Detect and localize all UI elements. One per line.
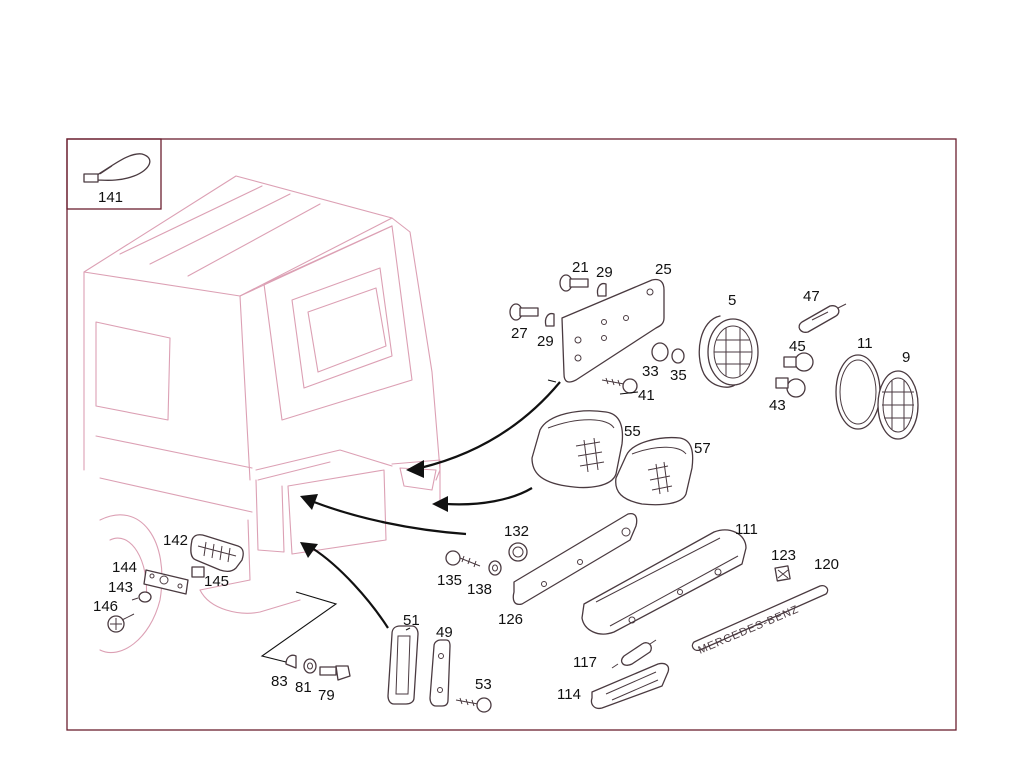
clip-29-lower xyxy=(544,312,555,327)
screw-41 xyxy=(601,377,638,394)
washer-138 xyxy=(488,560,502,576)
callout-146: 146 xyxy=(93,598,118,615)
callout-83: 83 xyxy=(271,673,288,690)
bolt-27 xyxy=(509,303,539,321)
callout-labels: 141 21 29 25 27 29 5 47 33 35 41 45 43 1… xyxy=(93,189,910,704)
callout-51: 51 xyxy=(403,612,420,629)
mounting-strip xyxy=(512,512,638,606)
callout-79: 79 xyxy=(318,687,335,704)
callout-33: 33 xyxy=(642,363,659,380)
callout-9: 9 xyxy=(902,349,910,366)
socket-145 xyxy=(191,566,205,578)
callout-55: 55 xyxy=(624,423,641,440)
leader-lines xyxy=(260,379,639,663)
callout-143: 143 xyxy=(108,579,133,596)
callout-145: 145 xyxy=(204,573,229,590)
seal-49 xyxy=(429,639,451,707)
callout-141: 141 xyxy=(98,189,123,206)
callout-144: 144 xyxy=(112,559,137,576)
callout-123: 123 xyxy=(771,547,796,564)
callout-25: 25 xyxy=(655,261,672,278)
callout-47: 47 xyxy=(803,288,820,305)
bolt-21 xyxy=(559,274,589,292)
callout-132: 132 xyxy=(504,523,529,540)
round-tail-lamp xyxy=(698,315,759,388)
screw-53 xyxy=(455,697,492,713)
reflector-lamp-55 xyxy=(531,410,624,489)
callout-114: 114 xyxy=(557,686,581,703)
callout-35: 35 xyxy=(670,367,687,384)
screw-146 xyxy=(107,613,135,633)
badge-text: MERCEDES-BENZ xyxy=(696,603,800,656)
callout-53: 53 xyxy=(475,676,492,693)
callout-27: 27 xyxy=(511,325,528,342)
callout-45: 45 xyxy=(789,338,806,355)
mounting-plate-144 xyxy=(143,569,189,595)
gasket-ring xyxy=(835,354,881,430)
side-marker-lamp xyxy=(190,534,244,572)
callout-117: 117 xyxy=(573,654,597,671)
bulb-143 xyxy=(131,591,152,603)
mounting-plate xyxy=(561,278,665,383)
callout-11: 11 xyxy=(857,335,873,352)
diagram-frame xyxy=(66,138,957,731)
seal-51 xyxy=(387,625,419,705)
callout-43: 43 xyxy=(769,397,786,414)
screw-135 xyxy=(445,550,481,568)
callout-29b: 29 xyxy=(537,333,554,350)
callout-57: 57 xyxy=(694,440,711,457)
grommet-132 xyxy=(508,542,528,562)
clip-83 xyxy=(285,654,297,669)
callout-41: 41 xyxy=(638,387,655,404)
lamp-lens xyxy=(877,370,919,440)
callout-142: 142 xyxy=(163,532,188,549)
bulb-47 xyxy=(798,303,847,333)
cable-tie-part xyxy=(83,153,151,183)
grommet-33 xyxy=(651,342,669,362)
grommet-35 xyxy=(671,348,685,364)
vehicle-rear-outline xyxy=(83,175,441,654)
callout-126: 126 xyxy=(498,611,523,628)
clip-29-upper xyxy=(596,282,607,297)
festoon-bulb xyxy=(611,639,657,669)
callout-5: 5 xyxy=(728,292,736,309)
callout-135: 135 xyxy=(437,572,462,589)
washer-81 xyxy=(303,658,317,674)
inset-box xyxy=(66,138,162,210)
callout-138: 138 xyxy=(467,581,492,598)
callout-120: 120 xyxy=(814,556,839,573)
assembly-arrows xyxy=(300,381,561,629)
emblem-123 xyxy=(774,565,791,582)
bolt-79 xyxy=(319,665,351,681)
callout-81: 81 xyxy=(295,679,312,696)
callout-111: 111 xyxy=(735,521,758,538)
callout-49: 49 xyxy=(436,624,453,641)
badge-emblem: MERCEDES-BENZ xyxy=(691,584,829,657)
bulb-43 xyxy=(775,377,806,398)
bulb-45 xyxy=(783,352,814,372)
callout-21: 21 xyxy=(572,259,589,276)
callout-29a: 29 xyxy=(596,264,613,281)
reflector-lamp-57 xyxy=(615,436,694,506)
license-lamp-bar xyxy=(581,529,747,635)
license-lamp-lens xyxy=(590,662,670,710)
